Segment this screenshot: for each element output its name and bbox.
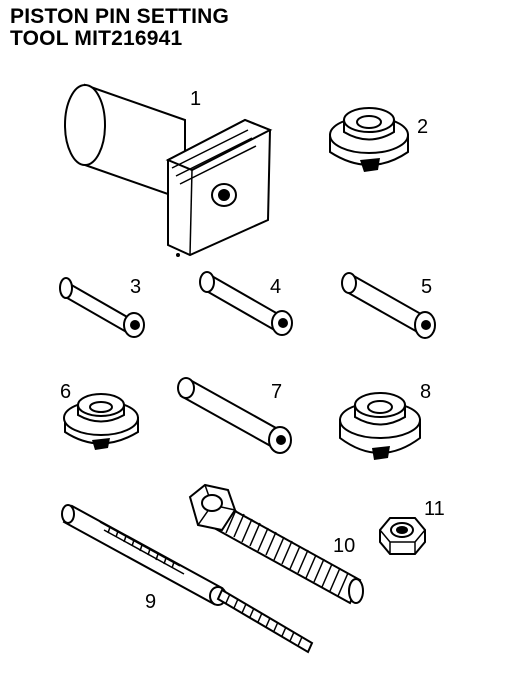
part-5-sleeve: [341, 272, 436, 339]
label-8: 8: [420, 381, 431, 403]
rod-scale-ticks: [107, 526, 175, 569]
label-11: 11: [424, 498, 445, 520]
title-line-1: PISTON PIN SETTING: [10, 5, 230, 28]
label-10: 10: [333, 535, 355, 557]
label-1: 1: [190, 88, 201, 110]
part-1-pin-holder: [64, 83, 273, 257]
part-10-bolt: [188, 483, 364, 605]
label-7: 7: [271, 381, 282, 403]
label-5: 5: [421, 276, 432, 298]
part-3-sleeve: [59, 277, 145, 338]
label-9: 9: [145, 591, 156, 613]
label-3: 3: [130, 276, 141, 298]
part-7-sleeve: [177, 377, 292, 454]
part-9-graduated-rod: [61, 504, 314, 654]
part-4-sleeve: [199, 271, 293, 336]
part-2-collar: [329, 107, 409, 172]
label-2: 2: [417, 116, 428, 138]
title-line-2: TOOL MIT216941: [10, 27, 183, 50]
label-6: 6: [60, 381, 71, 403]
part-6-collar: [63, 393, 139, 450]
label-4: 4: [270, 276, 281, 298]
part-11-hex-nut: [379, 517, 426, 555]
part-8-collar: [339, 392, 421, 460]
diagram-title: PISTON PIN SETTING TOOL MIT216941: [10, 6, 229, 50]
